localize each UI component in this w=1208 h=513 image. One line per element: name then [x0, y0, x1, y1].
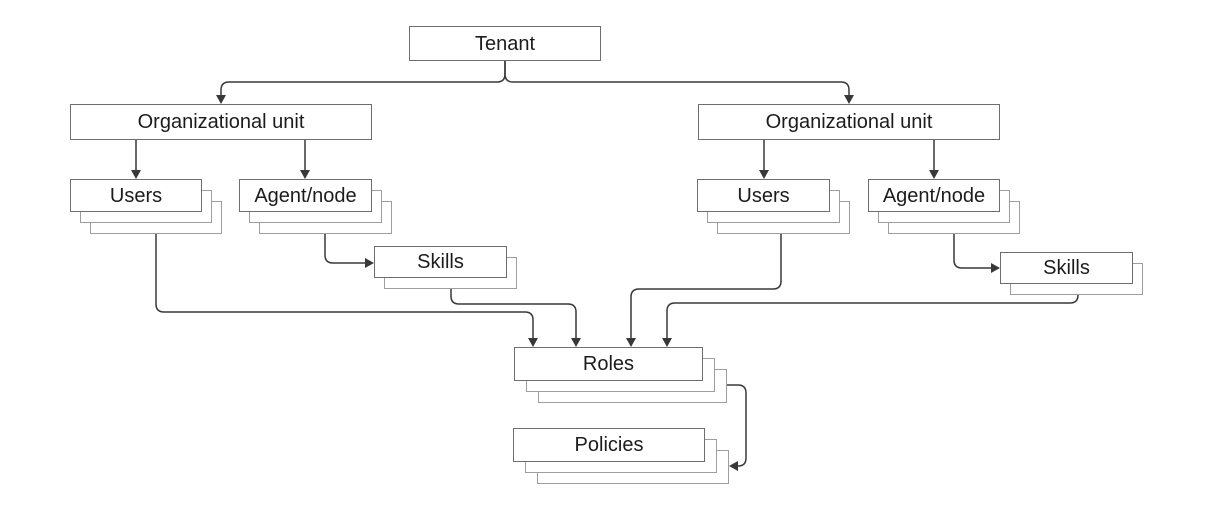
users-left-label: Users	[109, 184, 163, 207]
organizational-unit-left-face: Organizational unit	[70, 104, 372, 140]
users-right-label: Users	[737, 184, 790, 207]
agent-right-label: Agent/node	[882, 184, 986, 207]
agent-node-right-node: Agent/node	[868, 179, 1020, 234]
skills-left-label: Skills	[417, 251, 464, 273]
organizational-unit-right-label: Organizational unit	[765, 111, 933, 133]
users-right-face: Users	[697, 179, 830, 212]
skills-right-node: Skills	[1000, 252, 1143, 295]
users-left-face: Users	[70, 179, 202, 212]
organizational-unit-right-node: Organizational unit	[698, 104, 1000, 140]
tenant-face: Tenant	[409, 26, 601, 61]
tenant-label: Tenant	[474, 32, 536, 55]
roles-node: Roles	[514, 347, 727, 403]
agent-left-face: Agent/node	[239, 179, 372, 212]
edge-skills-right-to-roles	[666, 294, 1079, 338]
edge-agent-left-to-skills-left	[324, 234, 365, 264]
arrowhead-agent-left	[300, 170, 310, 179]
arrowhead-ou-left	[216, 95, 226, 104]
policies-label: Policies	[574, 434, 644, 456]
edge-tenant-to-ou-left	[220, 61, 506, 95]
tenant-node: Tenant	[409, 26, 601, 61]
arrowhead-roles-4	[662, 338, 672, 347]
edge-tenant-to-ou-right	[504, 61, 850, 95]
organizational-unit-left-node: Organizational unit	[70, 104, 372, 140]
policies-face: Policies	[513, 428, 705, 462]
arrowhead-policies	[729, 461, 738, 471]
arrowhead-users-left	[131, 170, 141, 179]
arrowhead-agent-right	[929, 170, 939, 179]
roles-face: Roles	[514, 347, 703, 381]
edge-users-right-to-roles	[630, 234, 782, 338]
skills-left-face: Skills	[374, 246, 507, 278]
arrowhead-roles-2	[571, 338, 581, 347]
policies-node: Policies	[513, 428, 729, 484]
skills-right-face: Skills	[1000, 252, 1133, 284]
arrowhead-roles-1	[528, 338, 538, 347]
skills-right-label: Skills	[1043, 257, 1090, 279]
users-left-node: Users	[70, 179, 222, 234]
edge-roles-to-policies	[727, 384, 747, 467]
arrowhead-skills-left	[365, 258, 374, 268]
arrowhead-users-right	[759, 170, 769, 179]
arrowhead-roles-3	[626, 338, 636, 347]
users-right-node: Users	[697, 179, 850, 234]
skills-left-node: Skills	[374, 246, 517, 289]
agent-node-left-node: Agent/node	[239, 179, 392, 234]
agent-left-label: Agent/node	[254, 184, 357, 207]
organizational-unit-right-face: Organizational unit	[698, 104, 1000, 140]
agent-right-face: Agent/node	[868, 179, 1000, 212]
organizational-unit-left-label: Organizational unit	[137, 111, 305, 133]
roles-label: Roles	[582, 353, 635, 375]
edge-skills-left-to-roles	[450, 289, 577, 338]
edge-agent-right-to-skills-right	[953, 234, 991, 269]
arrowhead-skills-right	[991, 263, 1000, 273]
arrowhead-ou-right	[844, 95, 854, 104]
